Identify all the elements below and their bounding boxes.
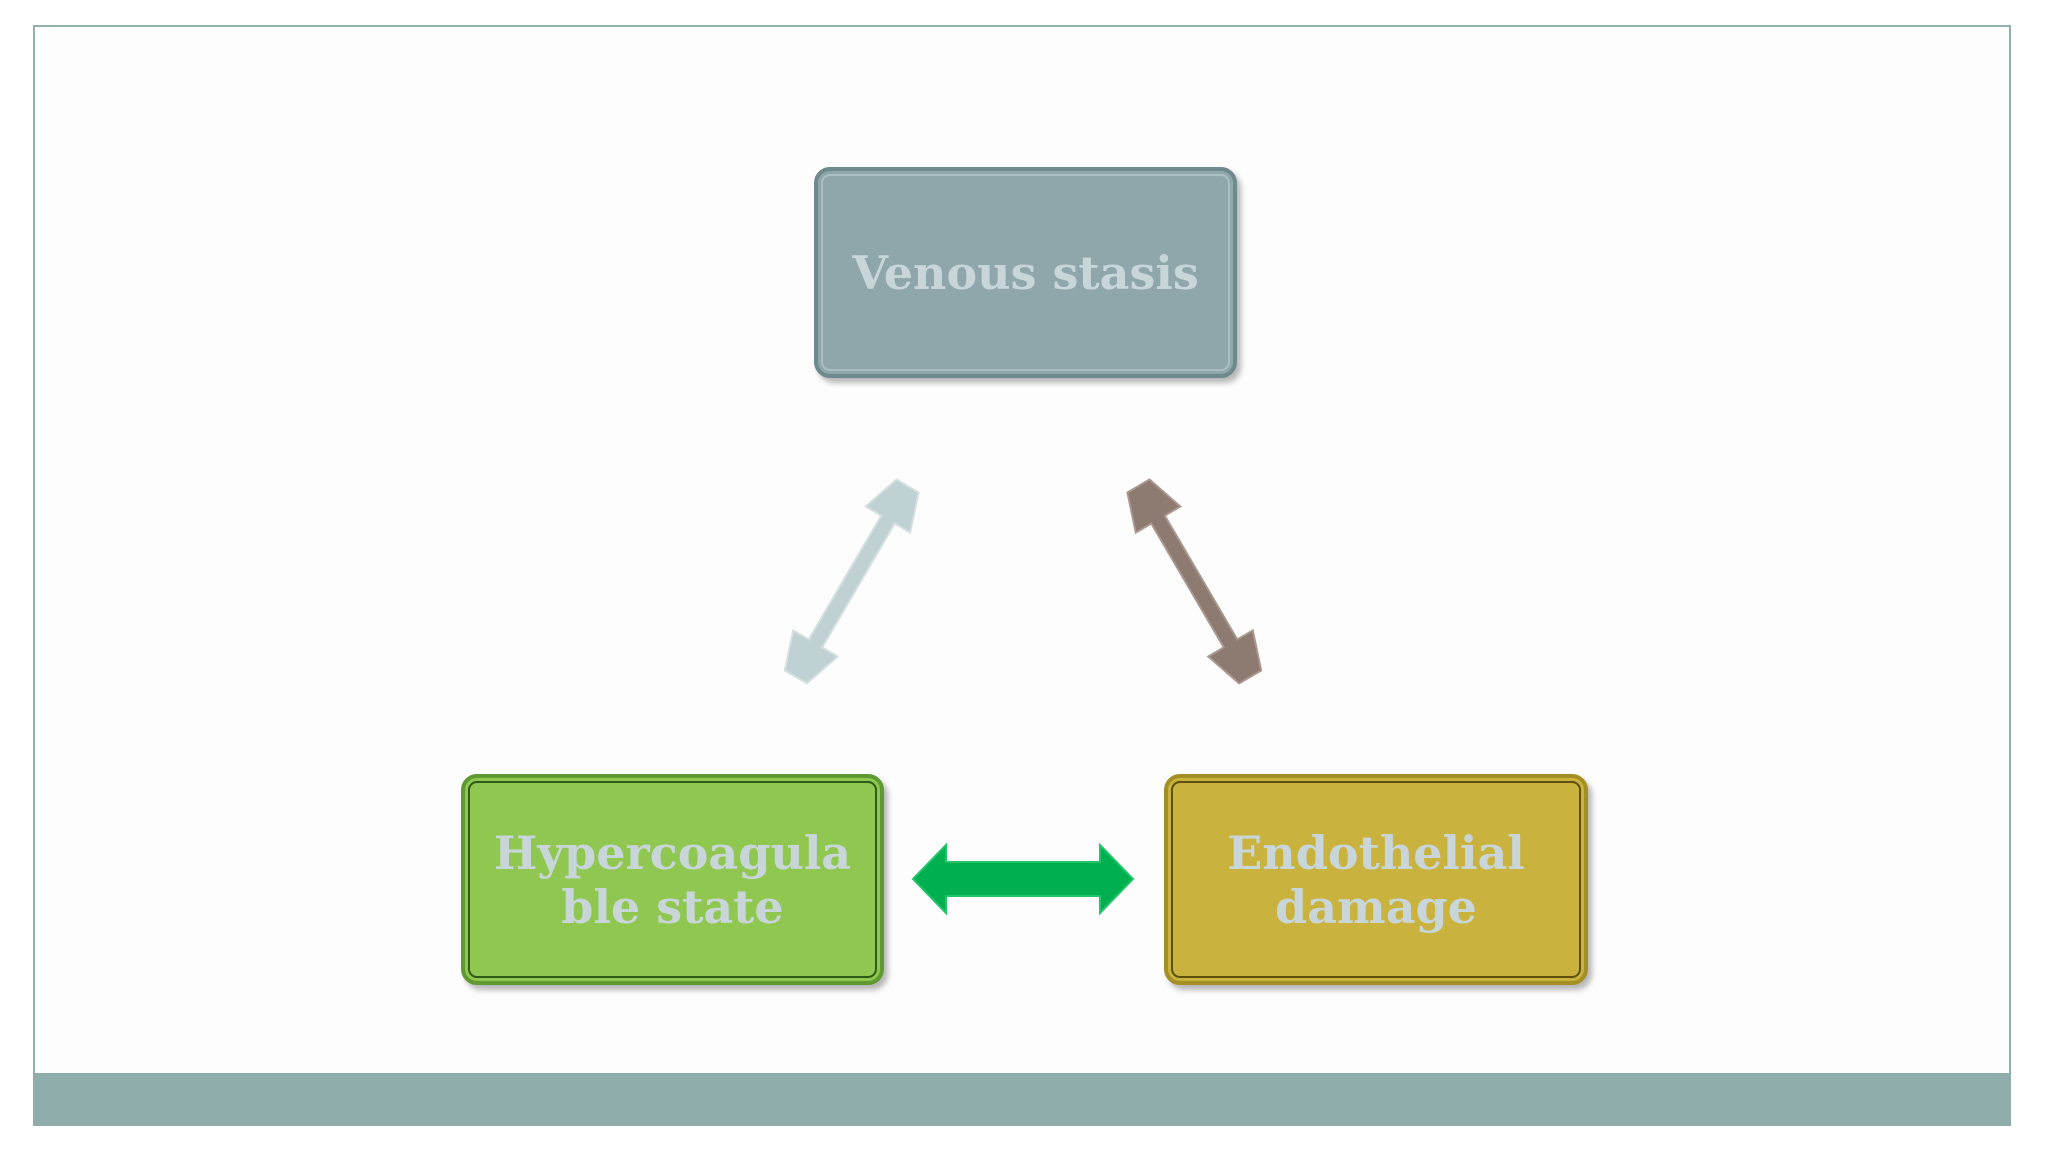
node-endothelial-damage-label: Endothelial damage xyxy=(1227,825,1525,934)
node-venous-stasis-label: Venous stasis xyxy=(852,245,1199,300)
footer-bar xyxy=(33,1073,2011,1126)
node-venous-stasis: Venous stasis xyxy=(814,167,1237,378)
node-hypercoagulable-state: Hypercoagula ble state xyxy=(461,774,884,985)
node-hypercoagulable-state-label: Hypercoagula ble state xyxy=(493,825,852,934)
node-endothelial-damage: Endothelial damage xyxy=(1164,774,1588,985)
